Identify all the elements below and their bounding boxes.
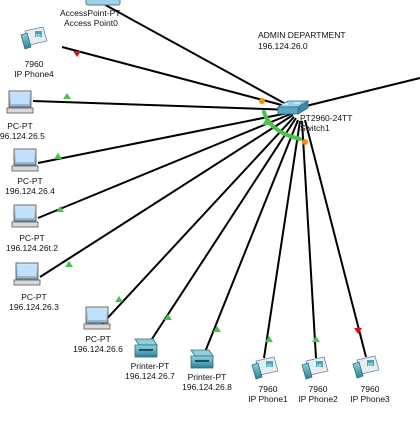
access-point-icon[interactable] bbox=[85, 0, 121, 6]
status-triangle-up bbox=[265, 336, 273, 342]
device-type: AccessPoint-PT bbox=[60, 8, 121, 18]
device-label-pc1: PC-PT 196.124.26.5 bbox=[0, 121, 45, 141]
ip-phone-icon[interactable]: IP bbox=[301, 356, 329, 380]
pc-icon[interactable] bbox=[6, 90, 34, 114]
device-label-ip-phone2: 7960 IP Phone2 bbox=[298, 384, 338, 404]
device-type: PC-PT bbox=[7, 121, 33, 131]
device-model: 7960 bbox=[308, 384, 328, 394]
svg-text:IP: IP bbox=[267, 364, 272, 370]
switch-label: PT2960-24TT Switch1 bbox=[300, 113, 352, 133]
status-triangle-up bbox=[65, 261, 73, 267]
pc-icon[interactable] bbox=[83, 306, 111, 330]
link-printer1 bbox=[149, 117, 297, 343]
switch-icon[interactable] bbox=[276, 100, 310, 115]
svg-text:IP: IP bbox=[36, 34, 41, 40]
device-name: IP Phone1 bbox=[248, 394, 288, 404]
device-name: Access Point0 bbox=[64, 18, 118, 28]
device-model: 7960 bbox=[24, 59, 44, 69]
ip-phone-icon[interactable]: IP bbox=[20, 26, 48, 50]
device-ip: 196.124.26.7 bbox=[125, 371, 175, 381]
device-label-printer2: Printer-PT 196.124.26.8 bbox=[182, 372, 232, 392]
device-label-ip-phone1: 7960 IP Phone1 bbox=[248, 384, 288, 404]
ip-phone-icon[interactable]: IP bbox=[251, 356, 279, 380]
device-name: IP Phone2 bbox=[298, 394, 338, 404]
device-type: PC-PT bbox=[17, 176, 43, 186]
status-dot-pending bbox=[259, 98, 265, 104]
status-triangle-up bbox=[63, 93, 71, 99]
link-status-markers bbox=[54, 51, 362, 342]
switch-name: Switch1 bbox=[300, 123, 330, 133]
device-label-ip-phone4: 7960 IP Phone4 bbox=[14, 59, 54, 79]
status-triangle-up bbox=[213, 326, 221, 332]
status-triangle-down bbox=[354, 328, 362, 334]
device-ip: 196.124.26.3 bbox=[9, 302, 59, 312]
device-type: PC-PT bbox=[21, 292, 47, 302]
device-model: 7960 bbox=[360, 384, 380, 394]
device-label-pc3: PC-PT 196.124.26t.2 bbox=[6, 233, 58, 253]
device-type: Printer-PT bbox=[187, 372, 227, 382]
link-ip-phone4 bbox=[61, 46, 294, 109]
link-phone1 bbox=[263, 120, 301, 359]
device-ip: 196.124.26.5 bbox=[0, 131, 45, 141]
device-label-ip-phone3: 7960 IP Phone3 bbox=[350, 384, 390, 404]
device-label-access-point: AccessPoint-PT Access Point0 bbox=[60, 8, 120, 28]
device-name: IP Phone3 bbox=[350, 394, 390, 404]
link-pc5 bbox=[101, 116, 295, 325]
link-access-point bbox=[99, 1, 294, 109]
status-triangle-up bbox=[54, 153, 62, 159]
link-uplink bbox=[305, 77, 420, 107]
device-name: IP Phone4 bbox=[14, 69, 54, 79]
device-label-pc5: PC-PT 196.124.26.6 bbox=[73, 334, 123, 354]
svg-text:IP: IP bbox=[317, 364, 322, 370]
status-triangle-up bbox=[115, 296, 123, 302]
link-pc1 bbox=[32, 100, 294, 111]
device-ip: 196.124.26.6 bbox=[73, 344, 123, 354]
ip-phone-icon[interactable]: IP bbox=[352, 355, 380, 379]
pc-icon[interactable] bbox=[11, 204, 39, 228]
status-triangle-up bbox=[312, 336, 320, 342]
department-note: ADMIN DEPARTMENT 196.124.26.0 bbox=[258, 30, 346, 52]
switch-model: PT2960-24TT bbox=[300, 113, 353, 123]
printer-icon[interactable] bbox=[190, 349, 214, 369]
links bbox=[32, 1, 420, 359]
device-label-pc2: PC-PT 196.124.26.4 bbox=[5, 176, 55, 196]
device-label-pc4: PC-PT 196.124.26.3 bbox=[9, 292, 59, 312]
link-pc2 bbox=[37, 111, 294, 164]
link-pc4 bbox=[39, 114, 294, 278]
status-dot-pending bbox=[302, 139, 308, 145]
link-printer2 bbox=[204, 119, 299, 353]
status-triangle-up bbox=[262, 119, 270, 125]
link-phone3 bbox=[304, 119, 367, 358]
status-triangle-down bbox=[73, 51, 81, 57]
device-label-printer1: Printer-PT 196.124.26.7 bbox=[125, 361, 175, 381]
pc-icon[interactable] bbox=[13, 262, 41, 286]
department-network: 196.124.26.0 bbox=[258, 41, 308, 51]
svg-text:IP: IP bbox=[368, 363, 373, 369]
device-ip: 196.124.26.4 bbox=[5, 186, 55, 196]
device-type: PC-PT bbox=[85, 334, 111, 344]
department-name: ADMIN DEPARTMENT bbox=[258, 30, 346, 40]
device-type: Printer-PT bbox=[130, 361, 170, 371]
link-phone2 bbox=[301, 120, 317, 359]
device-ip: 196.124.26.8 bbox=[182, 382, 232, 392]
link-pc3 bbox=[37, 112, 294, 219]
pc-icon[interactable] bbox=[11, 148, 39, 172]
status-triangle-up bbox=[56, 206, 64, 212]
status-triangle-up bbox=[164, 314, 172, 320]
device-model: 7960 bbox=[258, 384, 278, 394]
device-ip: 196.124.26t.2 bbox=[6, 243, 58, 253]
link-bundle-highlight bbox=[262, 110, 302, 141]
device-type: PC-PT bbox=[19, 233, 45, 243]
printer-icon[interactable] bbox=[134, 338, 158, 358]
